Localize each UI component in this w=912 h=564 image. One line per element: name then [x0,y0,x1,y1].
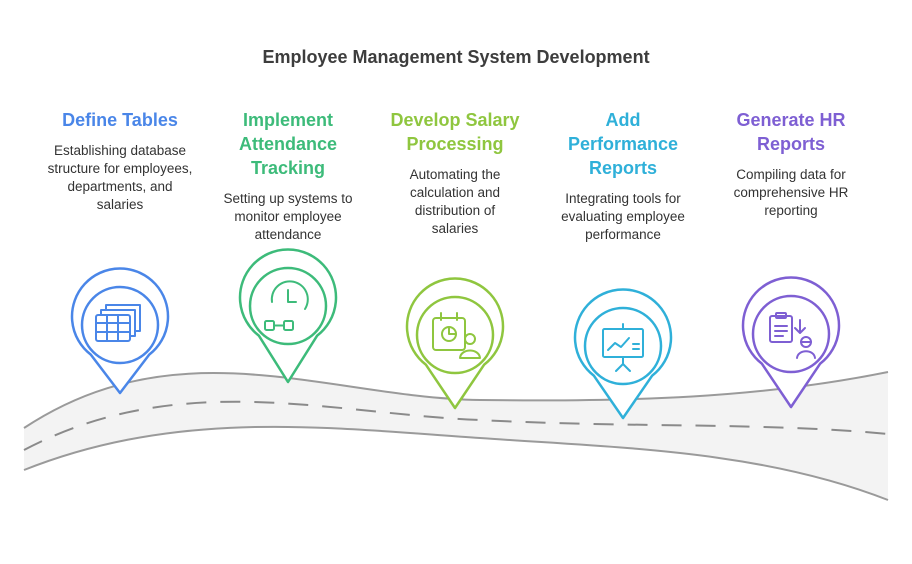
road [23,371,889,501]
pin-hr-reports [741,276,841,409]
step-title: Implement Attendance Tracking [238,110,337,178]
salary-calendar-icon [432,312,481,359]
pin-salary-processing [405,277,505,410]
step-salary-processing: Develop Salary Processing Automating the… [375,108,535,238]
step-description: Establishing database structure for empl… [47,143,193,212]
step-title: Define Tables [62,110,178,130]
step-description: Automating the calculation and distribut… [409,167,501,236]
step-title: Add Performance Reports [567,110,679,178]
presentation-chart-icon [602,323,644,372]
step-attendance-tracking: Implement Attendance Tracking Setting up… [208,108,368,244]
pin-attendance-tracking [238,248,338,384]
table-icon [95,304,141,342]
step-description: Setting up systems to monitor employee a… [223,191,353,242]
step-hr-reports: Generate HR Reports Compiling data for c… [711,108,871,220]
hr-report-icon [769,312,816,359]
clock-icon [264,280,309,331]
step-define-tables: Define Tables Establishing database stru… [40,108,200,214]
step-title: Generate HR Reports [736,110,846,154]
step-performance-reports: Add Performance Reports Integrating tool… [543,108,703,244]
road-center-line [23,400,889,451]
step-description: Integrating tools for evaluating employe… [561,191,685,242]
pin-define-tables [70,267,170,395]
step-title: Develop Salary Processing [390,110,520,154]
pin-performance-reports [573,288,673,420]
step-description: Compiling data for comprehensive HR repo… [733,167,849,218]
diagram-title: Employee Management System Development [262,47,650,67]
